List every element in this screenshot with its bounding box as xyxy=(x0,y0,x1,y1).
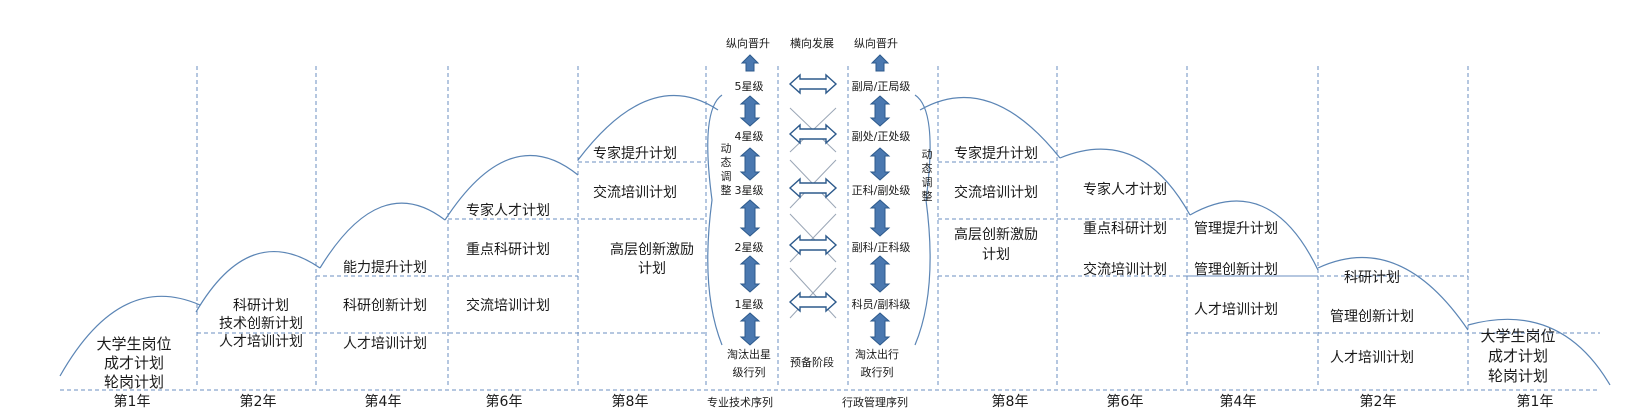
tech-level-5: 5星级 xyxy=(734,80,764,93)
axis-tech-sequence: 专业技术序列 xyxy=(707,396,773,409)
career-arc xyxy=(59,295,201,377)
dynamic-adjust-right: 动态调整 xyxy=(921,148,933,203)
career-arc xyxy=(195,250,321,313)
tech-level-1: 1星级 xyxy=(734,298,764,311)
vertical-double-arrow-tech xyxy=(739,147,761,181)
axis-admin-sequence: 行政管理序列 xyxy=(842,396,908,409)
plan-r4-c: 人才培训计划 xyxy=(1194,302,1278,318)
plan-l1-a: 大学生岗位 xyxy=(96,335,172,353)
plan-r1-a: 大学生岗位 xyxy=(1480,327,1556,345)
plan-l4-a: 能力提升计划 xyxy=(343,260,427,276)
plan-r2-a: 科研计划 xyxy=(1344,270,1400,286)
vertical-double-arrow-admin xyxy=(869,255,891,293)
tech-exit-a: 淘汰出星 xyxy=(727,348,771,361)
admin-level-2: 副科/正科级 xyxy=(851,241,911,254)
admin-level-1: 科员/副科级 xyxy=(851,298,911,311)
plan-l6-a: 专家人才计划 xyxy=(466,203,550,219)
plan-l1-b: 成才计划 xyxy=(103,354,165,372)
career-arc xyxy=(1467,318,1611,386)
lateral-development-label: 横向发展 xyxy=(790,37,834,50)
axis-left-year2: 第2年 xyxy=(239,394,277,410)
vertical-double-arrow-tech xyxy=(739,199,761,237)
plan-r8-a: 专家提升计划 xyxy=(954,146,1038,162)
plan-r8-c: 高层创新激励 xyxy=(954,227,1038,243)
plan-l1-c: 轮岗计划 xyxy=(103,373,165,391)
tech-level-4: 4星级 xyxy=(734,130,764,143)
admin-promotion-label: 纵向晋升 xyxy=(854,37,898,50)
plan-r1-c: 轮岗计划 xyxy=(1487,367,1549,385)
tech-level-3: 3星级 xyxy=(734,184,764,197)
plan-l8-b: 交流培训计划 xyxy=(593,185,677,201)
vertical-double-arrow-admin xyxy=(869,95,891,127)
axis-left-year6: 第6年 xyxy=(485,394,523,410)
vertical-double-arrow-tech xyxy=(739,255,761,293)
vertical-double-arrow-tech xyxy=(739,95,761,127)
career-arc xyxy=(444,154,579,221)
plan-r2-c: 人才培训计划 xyxy=(1330,350,1414,366)
dynamic-adjust-left: 动态调整 xyxy=(720,142,732,197)
axis-right-year1: 第1年 xyxy=(1516,394,1554,410)
admin-level-3: 正科/副处级 xyxy=(851,184,911,197)
plan-r6-b: 重点科研计划 xyxy=(1083,221,1167,237)
admin-exit-b: 政行列 xyxy=(860,366,894,379)
tech-level-2: 2星级 xyxy=(734,241,764,254)
axis-left-year1: 第1年 xyxy=(113,394,151,410)
career-arc xyxy=(1189,200,1319,271)
plan-r1-b: 成才计划 xyxy=(1487,347,1549,365)
tech-promotion-label: 纵向晋升 xyxy=(726,37,770,50)
horizontal-double-arrow xyxy=(788,123,838,145)
admin-level-4: 副处/正处级 xyxy=(851,130,911,143)
axis-left-year8: 第8年 xyxy=(611,394,649,410)
plan-l6-c: 交流培训计划 xyxy=(466,298,550,314)
admin-exit-a: 淘汰出行 xyxy=(855,348,899,361)
plan-r4-a: 管理提升计划 xyxy=(1194,221,1278,237)
axis-left-year4: 第4年 xyxy=(364,394,402,410)
vertical-double-arrow-admin xyxy=(869,312,891,346)
plan-l2-c: 人才培训计划 xyxy=(219,334,303,350)
plan-l6-b: 重点科研计划 xyxy=(466,242,550,258)
up-arrow-tech xyxy=(740,54,760,72)
axis-right-year4: 第4年 xyxy=(1219,394,1257,410)
axis-right-year8: 第8年 xyxy=(991,394,1029,410)
adjust-bracket-left xyxy=(707,94,723,346)
horizontal-double-arrow xyxy=(788,291,838,313)
career-arc xyxy=(319,202,446,269)
plan-l2-a: 科研计划 xyxy=(233,298,289,314)
career-arc xyxy=(1059,148,1191,216)
horizontal-double-arrow xyxy=(788,177,838,199)
plan-l4-c: 人才培训计划 xyxy=(343,336,427,352)
plan-r8-b: 交流培训计划 xyxy=(954,185,1038,201)
horizontal-double-arrow xyxy=(788,234,838,256)
plan-l2-b: 技术创新计划 xyxy=(219,316,303,332)
plan-r4-b: 管理创新计划 xyxy=(1194,262,1278,278)
reserve-stage-label: 预备阶段 xyxy=(790,356,834,369)
plan-r8-d: 计划 xyxy=(982,247,1010,263)
up-arrow-admin xyxy=(870,54,890,72)
plan-l8-a: 专家提升计划 xyxy=(593,146,677,162)
plan-r2-b: 管理创新计划 xyxy=(1330,309,1414,325)
tech-exit-b: 级行列 xyxy=(732,366,766,379)
cross-line xyxy=(789,213,837,263)
career-arc xyxy=(919,96,1061,159)
vertical-double-arrow-admin xyxy=(869,147,891,181)
vertical-double-arrow-tech xyxy=(739,312,761,346)
adjust-bracket-right xyxy=(914,94,931,346)
admin-level-5: 副局/正局级 xyxy=(851,80,911,93)
career-arc xyxy=(1317,256,1469,331)
vertical-double-arrow-admin xyxy=(869,199,891,237)
horizontal-double-arrow xyxy=(788,73,838,95)
plan-r6-c: 交流培训计划 xyxy=(1083,262,1167,278)
plan-l8-d: 计划 xyxy=(638,261,666,277)
plan-l4-b: 科研创新计划 xyxy=(343,298,427,314)
career-arc xyxy=(577,95,719,161)
axis-right-year6: 第6年 xyxy=(1106,394,1144,410)
plan-l8-c: 高层创新激励 xyxy=(610,242,694,258)
axis-right-year2: 第2年 xyxy=(1359,394,1397,410)
plan-r6-a: 专家人才计划 xyxy=(1083,182,1167,198)
